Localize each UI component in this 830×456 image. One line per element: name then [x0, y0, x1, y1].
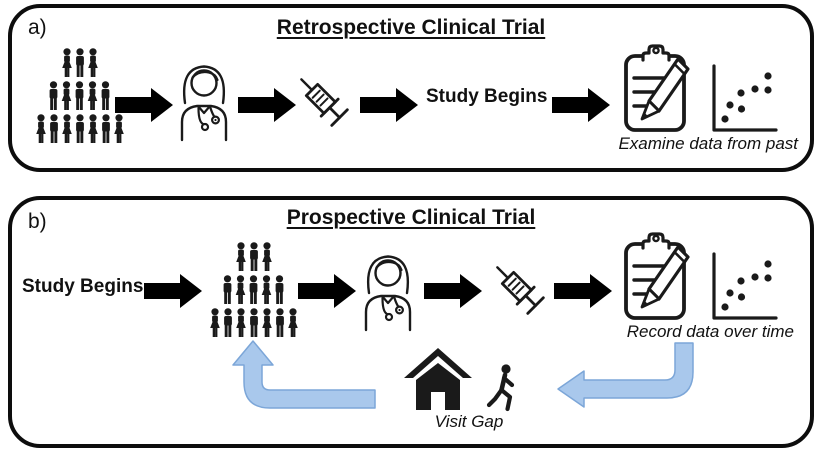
panel-a-label: a)	[28, 16, 47, 39]
flow-arrow-icon	[360, 88, 418, 122]
crowd-icon	[34, 48, 126, 146]
study-begins-text: Study Begins	[22, 276, 144, 297]
flow-arrow-icon	[554, 274, 612, 308]
study-begins-text: Study Begins	[426, 86, 548, 107]
nurse-clinician-icon	[364, 255, 412, 332]
syringe-icon	[291, 69, 350, 128]
elbow-arrow-left-icon	[557, 342, 694, 408]
flow-arrow-icon	[144, 274, 202, 308]
panel-retrospective: a) Retrospective Clinical Trial Study Be…	[8, 4, 814, 172]
panel-b-caption: Record data over time	[626, 322, 794, 341]
flow-arrow-icon	[115, 88, 173, 122]
syringe-icon	[487, 257, 546, 316]
panel-a-title: Retrospective Clinical Trial	[276, 16, 546, 39]
panel-b-label: b)	[28, 210, 47, 233]
panel-b-title: Prospective Clinical Trial	[286, 206, 536, 229]
clipboard-record-icon	[624, 232, 690, 320]
panel-prospective: b) Prospective Clinical Trial Study Begi…	[8, 196, 814, 448]
clipboard-record-icon	[624, 44, 690, 132]
walking-person-icon	[486, 364, 515, 412]
scatter-plot-icon	[712, 64, 778, 132]
crowd-icon	[208, 242, 300, 340]
house-icon	[404, 348, 472, 410]
nurse-clinician-icon	[180, 65, 228, 142]
scatter-plot-icon	[712, 252, 778, 320]
flow-arrow-icon	[552, 88, 610, 122]
panel-a-caption: Examine data from past	[618, 134, 798, 153]
flow-arrow-icon	[298, 274, 356, 308]
flow-arrow-icon	[424, 274, 482, 308]
elbow-arrow-up-icon	[232, 340, 376, 409]
visit-gap-label: Visit Gap	[434, 412, 504, 431]
